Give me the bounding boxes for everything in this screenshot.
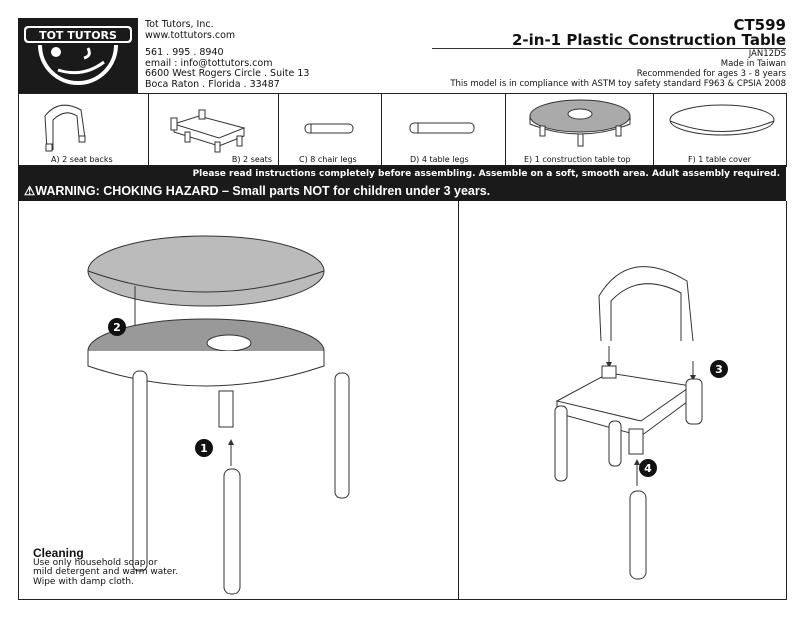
part-table-cover: F) 1 table cover	[654, 94, 786, 166]
cleaning-instructions: Cleaning Use only household soap or mild…	[33, 546, 179, 587]
compliance-statement: This model is in compliance with ASTM to…	[450, 79, 786, 89]
table-assembly-illustration: 2 1	[87, 235, 350, 595]
part-label: A) 2 seat backs	[51, 155, 113, 164]
cleaning-line: mild detergent and warm water.	[33, 567, 179, 577]
svg-text:4: 4	[644, 462, 652, 475]
step-3-marker: 3	[710, 360, 728, 378]
cleaning-title: Cleaning	[33, 546, 84, 560]
product-name: 2-in-1 Plastic Construction Table	[431, 33, 786, 49]
cleaning-line: Wipe with damp cloth.	[33, 576, 134, 587]
warning-band: Please read instructions completely befo…	[18, 165, 786, 201]
table-leg-icon	[409, 122, 475, 134]
cleaning-line: Use only household soap or	[33, 557, 158, 568]
chair-assembly-illustration: 3 4	[554, 266, 728, 580]
svg-text:3: 3	[715, 363, 723, 376]
step-4-marker: 4	[639, 459, 657, 477]
svg-text:TOT TUTORS: TOT TUTORS	[39, 29, 117, 42]
part-label: C) 8 chair legs	[299, 155, 357, 164]
part-seats: B) 2 seats	[149, 94, 279, 166]
svg-text:1: 1	[200, 442, 208, 455]
part-label: D) 4 table legs	[410, 155, 469, 164]
seat-icon	[170, 109, 246, 153]
part-construction-table-top: E) 1 construction table top	[506, 94, 654, 166]
warning-triangle-icon: ⚠	[24, 184, 36, 198]
part-seat-backs: A) 2 seat backs	[19, 94, 149, 166]
product-code: JAN12DS	[748, 49, 786, 59]
table-cover-icon	[669, 104, 775, 136]
svg-text:2: 2	[113, 321, 121, 334]
parts-list: A) 2 seat backs B) 2 seats C) 8 chair le…	[18, 93, 787, 167]
choking-hazard-warning: ⚠WARNING: CHOKING HAZARD – Small parts N…	[24, 183, 490, 198]
company-phone: 561 . 995 . 8940	[145, 47, 224, 58]
assembly-diagrams: 2 1 Cleaning Use only household soap or …	[18, 201, 787, 600]
company-website[interactable]: www.tottutors.com	[145, 29, 236, 41]
model-number: CT599	[733, 16, 786, 34]
warning-text: WARNING: CHOKING HAZARD – Small parts NO…	[35, 184, 491, 198]
part-chair-legs: C) 8 chair legs	[279, 94, 382, 166]
part-label: E) 1 construction table top	[524, 155, 631, 164]
table-assembly-panel: 2 1 Cleaning Use only household soap or …	[19, 201, 459, 599]
product-origin: Made in Taiwan	[720, 59, 786, 69]
product-title-block: CT599 2-in-1 Plastic Construction Table …	[431, 16, 786, 89]
assembly-notice: Please read instructions completely befo…	[192, 169, 780, 179]
chair-assembly-panel: 3 4	[459, 201, 786, 599]
company-address-line2: Boca Raton . Florida . 33487	[145, 78, 280, 90]
part-table-legs: D) 4 table legs	[382, 94, 506, 166]
tot-tutors-logo: TOT TUTORS	[18, 18, 138, 93]
part-label: F) 1 table cover	[688, 155, 751, 164]
age-recommendation: Recommended for ages 3 - 8 years	[636, 69, 786, 79]
chair-leg-icon	[304, 123, 354, 134]
step-2-marker: 2	[108, 318, 126, 336]
company-info: Tot Tutors, Inc. www.tottutors.com 561 .…	[145, 19, 310, 90]
step-1-marker: 1	[195, 439, 213, 457]
company-name: Tot Tutors, Inc.	[145, 19, 214, 30]
construction-table-top-icon	[529, 99, 631, 147]
seat-back-icon	[44, 104, 86, 152]
company-email: email : info@tottutors.com	[145, 57, 273, 69]
company-address-line1: 6600 West Rogers Circle . Suite 13	[145, 68, 310, 79]
part-label: B) 2 seats	[231, 155, 272, 164]
